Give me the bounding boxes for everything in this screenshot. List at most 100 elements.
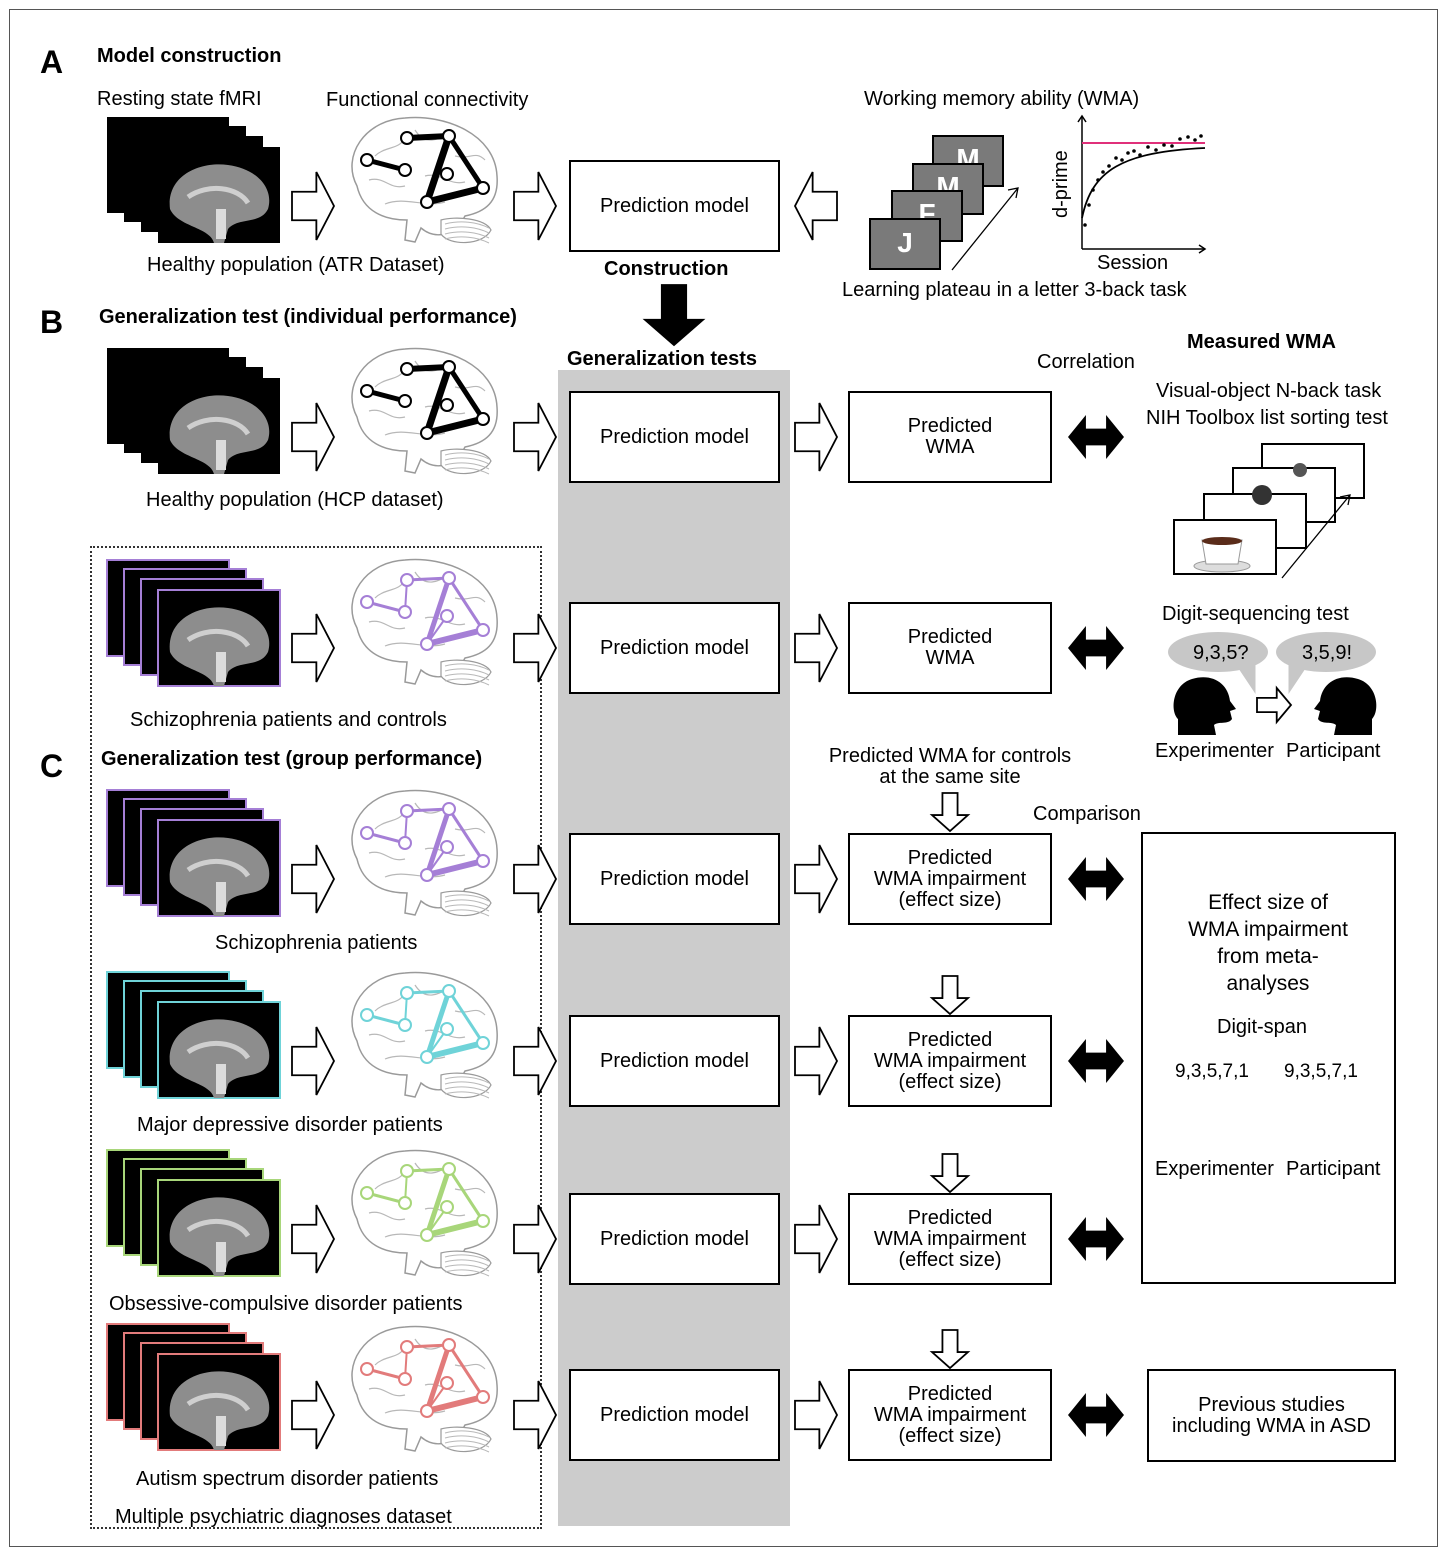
- block-arrow-icon: [513, 402, 558, 472]
- fmri-stack-icon: [106, 559, 281, 687]
- cerebellum-fold: [444, 231, 490, 239]
- cerebellum-fold: [444, 462, 490, 470]
- fmri-stack-icon: [106, 1323, 281, 1451]
- prediction-model-box-schizo-controls: Prediction model: [569, 602, 780, 694]
- brain-connectivity-icon: [351, 1149, 498, 1277]
- connectivity-node: [398, 163, 412, 177]
- connectivity-node: [420, 637, 434, 651]
- down-arrow-icon: [929, 1329, 971, 1370]
- down-arrow-icon: [929, 975, 971, 1016]
- resting-state-label: Resting state fMRI: [97, 88, 262, 110]
- cerebellum-fold: [444, 457, 490, 465]
- connectivity-node: [400, 362, 414, 376]
- prediction-model-box-asd: Prediction model: [569, 1369, 780, 1461]
- arrow-shape: [513, 844, 558, 914]
- connectivity-node: [360, 1362, 374, 1376]
- brain-sulcus: [384, 642, 446, 647]
- generalization-band: [558, 370, 790, 1526]
- cerebellum-fold: [444, 467, 490, 475]
- letter-card: J: [869, 218, 941, 270]
- block-arrow-icon: [794, 1204, 839, 1274]
- cerebellum-fold: [444, 909, 490, 917]
- cerebellum-fold: [444, 226, 490, 234]
- cerebellum-fold: [444, 899, 490, 907]
- block-arrow-icon: [513, 171, 558, 241]
- predicted-wma-box-schizo-controls: Predicted WMA: [848, 602, 1052, 694]
- arrow-shape: [794, 613, 839, 683]
- bubble-tail: [1288, 660, 1309, 694]
- block-arrow-icon: [794, 1380, 839, 1450]
- connectivity-node: [476, 1390, 490, 1404]
- brainstem: [216, 1416, 226, 1446]
- connectivity-edge: [426, 858, 484, 878]
- brain-sulcus: [454, 596, 486, 603]
- connectivity-node: [440, 609, 454, 623]
- prediction-model-box-hcp: Prediction model: [569, 391, 780, 483]
- block-arrow-icon: [291, 613, 336, 683]
- fmri-stack-icon: [107, 348, 280, 474]
- arrow-shape: [642, 284, 706, 347]
- arrow-shape: [513, 1026, 558, 1096]
- arrow-shape: [291, 844, 336, 914]
- arrow-shape: [794, 1204, 839, 1274]
- panel-title-b: Generalization test (individual performa…: [99, 306, 517, 328]
- cerebellum-fold: [444, 1086, 490, 1094]
- connectivity-node: [400, 986, 414, 1000]
- connectivity-edge: [447, 1168, 485, 1222]
- connectivity-edge: [447, 808, 485, 862]
- double-arrow-icon: [1068, 857, 1124, 901]
- arrow-shape: [929, 975, 971, 1016]
- connectivity-node: [476, 854, 490, 868]
- brain-sulcus: [368, 620, 406, 630]
- arrow-shape: [1068, 626, 1124, 670]
- block-arrow-icon: [794, 844, 839, 914]
- connectivity-node: [440, 840, 454, 854]
- chart-data-point: [1107, 164, 1111, 168]
- panel-letter-b: B: [40, 304, 64, 340]
- connectivity-node: [400, 804, 414, 818]
- participant-label-c: Participant: [1286, 1158, 1381, 1180]
- brain-sulcus: [384, 1055, 446, 1060]
- prediction-model-text: Prediction model: [600, 867, 749, 890]
- speech-bubble-icon: [1168, 632, 1268, 694]
- chart-data-point: [1091, 188, 1095, 192]
- learning-plateau-label: Learning plateau in a letter 3-back task: [842, 279, 1187, 301]
- brain-sulcus: [454, 1363, 486, 1370]
- arrow-shape: [291, 1026, 336, 1096]
- functional-connectivity-label: Functional connectivity: [326, 89, 529, 111]
- participant-label: Participant: [1286, 740, 1381, 762]
- double-arrow-icon: [1068, 415, 1124, 459]
- chart-data-point: [1170, 144, 1174, 148]
- connectivity-edge: [426, 415, 484, 437]
- double-arrow-icon: [1068, 1217, 1124, 1261]
- brain-slice: [169, 837, 270, 916]
- block-arrow-left-icon: [793, 171, 838, 241]
- brain-slice: [169, 395, 270, 474]
- predicted-wma-box-hcp: Predicted WMA: [848, 391, 1052, 483]
- brainstem: [216, 1064, 226, 1094]
- connectivity-node: [400, 1340, 414, 1354]
- connectivity-node: [442, 129, 456, 143]
- brain-slice-highlight: [186, 1040, 251, 1060]
- block-arrow-icon: [513, 1204, 558, 1274]
- prediction-model-text: Prediction model: [600, 636, 749, 659]
- connectivity-edge: [423, 365, 453, 435]
- figure-frame: [9, 9, 1438, 1547]
- correlation-label: Correlation: [1037, 351, 1135, 373]
- connectivity-edge: [424, 808, 452, 876]
- predicted-impairment-text: Predicted WMA impairment (effect size): [873, 1028, 1027, 1093]
- double-arrow-icon: [1068, 626, 1124, 670]
- previous-studies-text: Previous studies including WMA in ASD: [1172, 1393, 1371, 1437]
- connectivity-node: [440, 1022, 454, 1036]
- chart-data-point: [1178, 137, 1182, 141]
- effect-size-text: Effect size of WMA impairment from meta-…: [1188, 891, 1348, 995]
- schizo-controls-label: Schizophrenia patients and controls: [130, 709, 447, 731]
- prediction-model-box-a: Prediction model: [569, 160, 780, 252]
- chart-data-point: [1154, 148, 1158, 152]
- connectivity-node: [420, 1228, 434, 1242]
- arrow-shape: [794, 1380, 839, 1450]
- down-arrow-icon: [642, 284, 706, 347]
- sequence-arrow-head: [1339, 494, 1351, 506]
- connectivity-node: [398, 394, 412, 408]
- brain-connectivity-icon: [351, 971, 498, 1099]
